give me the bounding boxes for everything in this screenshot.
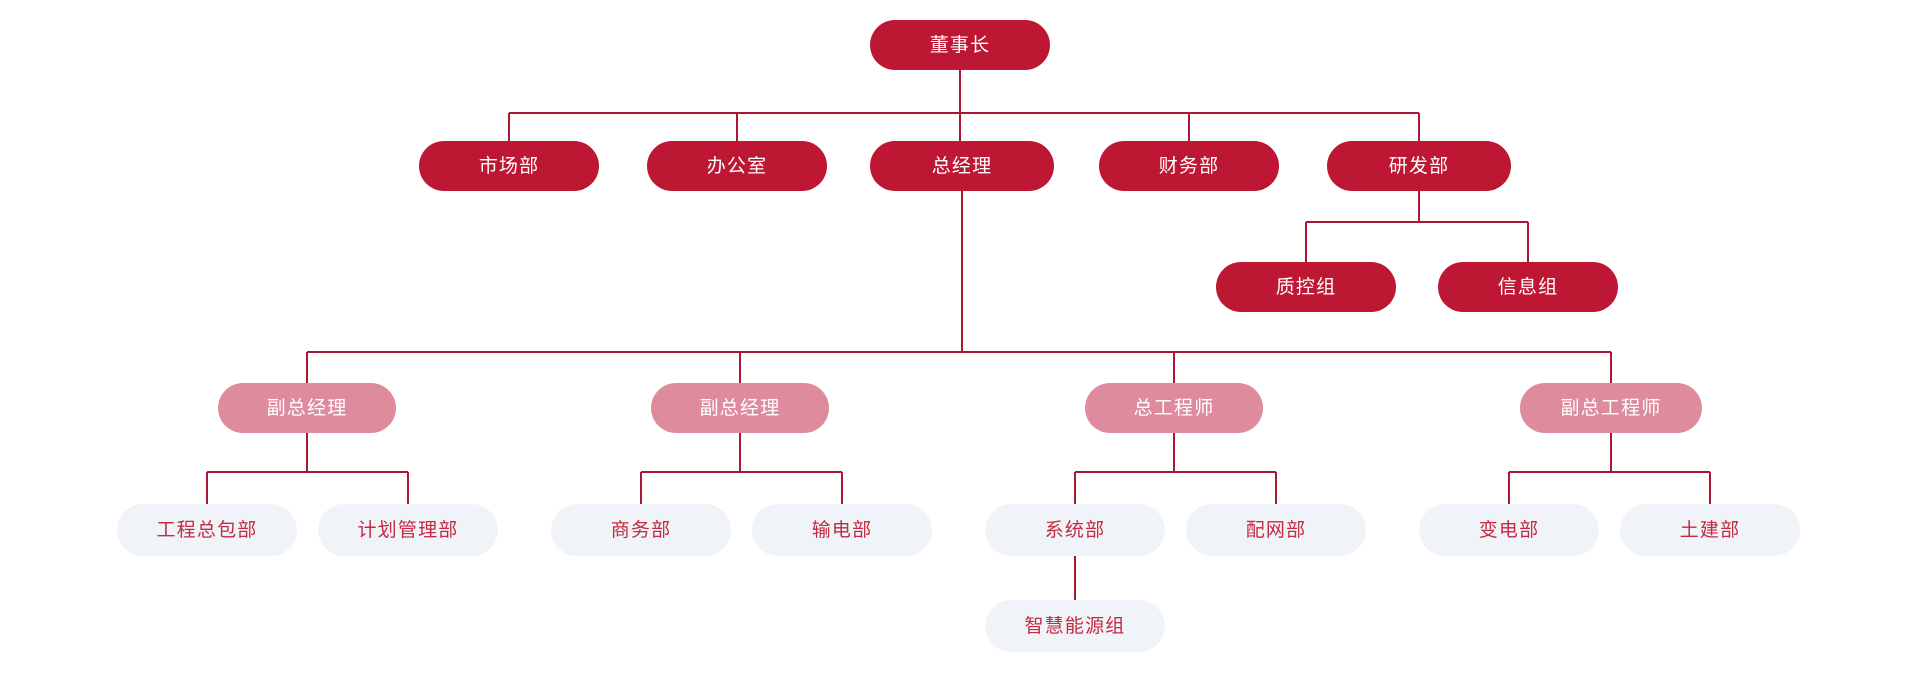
org-node-label: 工程总包部 <box>156 519 258 541</box>
org-node-label: 副总经理 <box>266 397 348 419</box>
org-node-label: 系统部 <box>1044 519 1106 541</box>
org-node-chiefeng[interactable]: 总工程师 <box>1085 383 1263 433</box>
org-node-vgm1[interactable]: 副总经理 <box>218 383 396 433</box>
org-node-planning[interactable]: 计划管理部 <box>318 504 498 556</box>
org-node-civil[interactable]: 土建部 <box>1620 504 1800 556</box>
org-node-systems[interactable]: 系统部 <box>985 504 1165 556</box>
org-node-label: 总工程师 <box>1133 397 1215 419</box>
org-node-commerce[interactable]: 商务部 <box>551 504 731 556</box>
org-node-finance[interactable]: 财务部 <box>1099 141 1279 191</box>
org-node-label: 财务部 <box>1158 155 1220 177</box>
org-node-label: 市场部 <box>478 155 540 177</box>
org-node-rnd[interactable]: 研发部 <box>1327 141 1511 191</box>
org-node-label: 副总工程师 <box>1560 397 1662 419</box>
org-node-label: 商务部 <box>610 519 672 541</box>
org-node-infogroup[interactable]: 信息组 <box>1438 262 1618 312</box>
org-node-label: 智慧能源组 <box>1024 615 1126 637</box>
org-node-marketing[interactable]: 市场部 <box>419 141 599 191</box>
org-node-label: 总经理 <box>931 155 993 177</box>
org-node-label: 研发部 <box>1388 155 1450 177</box>
org-node-label: 配网部 <box>1245 519 1307 541</box>
org-node-label: 输电部 <box>811 519 873 541</box>
org-node-label: 办公室 <box>706 155 768 177</box>
org-node-label: 信息组 <box>1497 276 1559 298</box>
org-node-smartenergy[interactable]: 智慧能源组 <box>985 600 1165 652</box>
org-node-epc[interactable]: 工程总包部 <box>117 504 297 556</box>
org-node-gm[interactable]: 总经理 <box>870 141 1054 191</box>
org-node-label: 变电部 <box>1478 519 1540 541</box>
org-node-substation[interactable]: 变电部 <box>1419 504 1599 556</box>
org-node-qc[interactable]: 质控组 <box>1216 262 1396 312</box>
org-node-office[interactable]: 办公室 <box>647 141 827 191</box>
org-node-vgm2[interactable]: 副总经理 <box>651 383 829 433</box>
org-node-label: 土建部 <box>1679 519 1741 541</box>
org-node-transmit[interactable]: 输电部 <box>752 504 932 556</box>
org-node-chairman[interactable]: 董事长 <box>870 20 1050 70</box>
org-node-label: 董事长 <box>929 34 991 56</box>
org-node-label: 计划管理部 <box>357 519 459 541</box>
org-node-label: 副总经理 <box>699 397 781 419</box>
org-node-vchiefeng[interactable]: 副总工程师 <box>1520 383 1702 433</box>
org-node-distrib[interactable]: 配网部 <box>1186 504 1366 556</box>
org-node-label: 质控组 <box>1275 276 1337 298</box>
